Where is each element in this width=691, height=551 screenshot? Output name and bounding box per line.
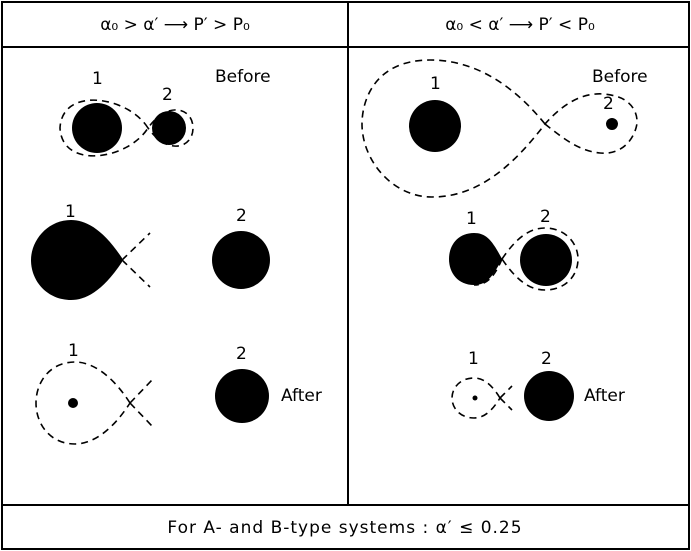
left-after-star-2 (215, 369, 269, 423)
left-middle-lobe-upper (121, 232, 151, 261)
left-middle-star-2 (212, 231, 270, 289)
right-after-star-1-label: 1 (468, 349, 479, 369)
left-before-label: Before (215, 67, 271, 87)
right-after-star-1 (472, 395, 478, 401)
left-middle-system: 1 2 (31, 202, 270, 300)
left-after-label: After (281, 386, 322, 406)
right-after-roche-lobe (451, 377, 501, 419)
left-before-star-2-label: 2 (162, 85, 173, 105)
right-middle-star-2 (520, 234, 572, 286)
right-middle-system: 1 2 (449, 207, 579, 291)
left-after-system: 1 2 After (35, 341, 322, 445)
right-panel-header: α₀ < α′ ⟶ P′ < P₀ (445, 15, 595, 35)
left-after-star-1 (68, 398, 78, 408)
right-middle-lobe-1-outline (473, 258, 503, 286)
left-middle-star-1-overflow (31, 220, 122, 300)
right-middle-star-1-label: 1 (466, 209, 477, 229)
left-middle-star-2-label: 2 (236, 206, 247, 226)
right-after-system: 1 2 After (451, 349, 625, 421)
left-after-roche-lobe (35, 361, 131, 445)
left-after-star-1-label: 1 (68, 341, 79, 361)
right-middle-lobe-2 (501, 227, 579, 291)
left-before-system: 1 2 Before (59, 67, 271, 157)
right-after-star-2-label: 2 (541, 349, 552, 369)
left-before-star-1 (72, 103, 122, 153)
right-after-star-2 (524, 371, 574, 421)
left-after-lobe-upper (129, 379, 153, 404)
left-panel-header: α₀ > α′ ⟶ P′ > P₀ (100, 15, 250, 35)
left-after-lobe-lower (129, 402, 153, 427)
left-middle-lobe-lower (121, 259, 151, 288)
right-before-label: Before (592, 67, 648, 87)
left-after-star-2-label: 2 (236, 344, 247, 364)
left-middle-star-1-label: 1 (65, 202, 76, 222)
right-after-label: After (584, 386, 625, 406)
right-before-system: 1 2 Before (361, 59, 648, 198)
right-before-star-2 (606, 118, 618, 130)
left-before-roche-lobe (59, 99, 194, 157)
left-before-star-2 (152, 111, 186, 145)
left-before-star-1-label: 1 (92, 69, 103, 89)
right-after-lobe-upper (499, 385, 513, 399)
right-before-star-1 (409, 100, 461, 152)
right-middle-star-2-label: 2 (540, 207, 551, 227)
right-before-star-2-label: 2 (603, 94, 614, 114)
right-middle-star-1-overflow (449, 233, 502, 285)
right-after-lobe-lower (499, 397, 513, 411)
right-before-roche-lobe (361, 59, 638, 198)
right-before-star-1-label: 1 (430, 74, 441, 94)
footer-condition: For A- and B-type systems : α′ ≤ 0.25 (167, 518, 522, 538)
